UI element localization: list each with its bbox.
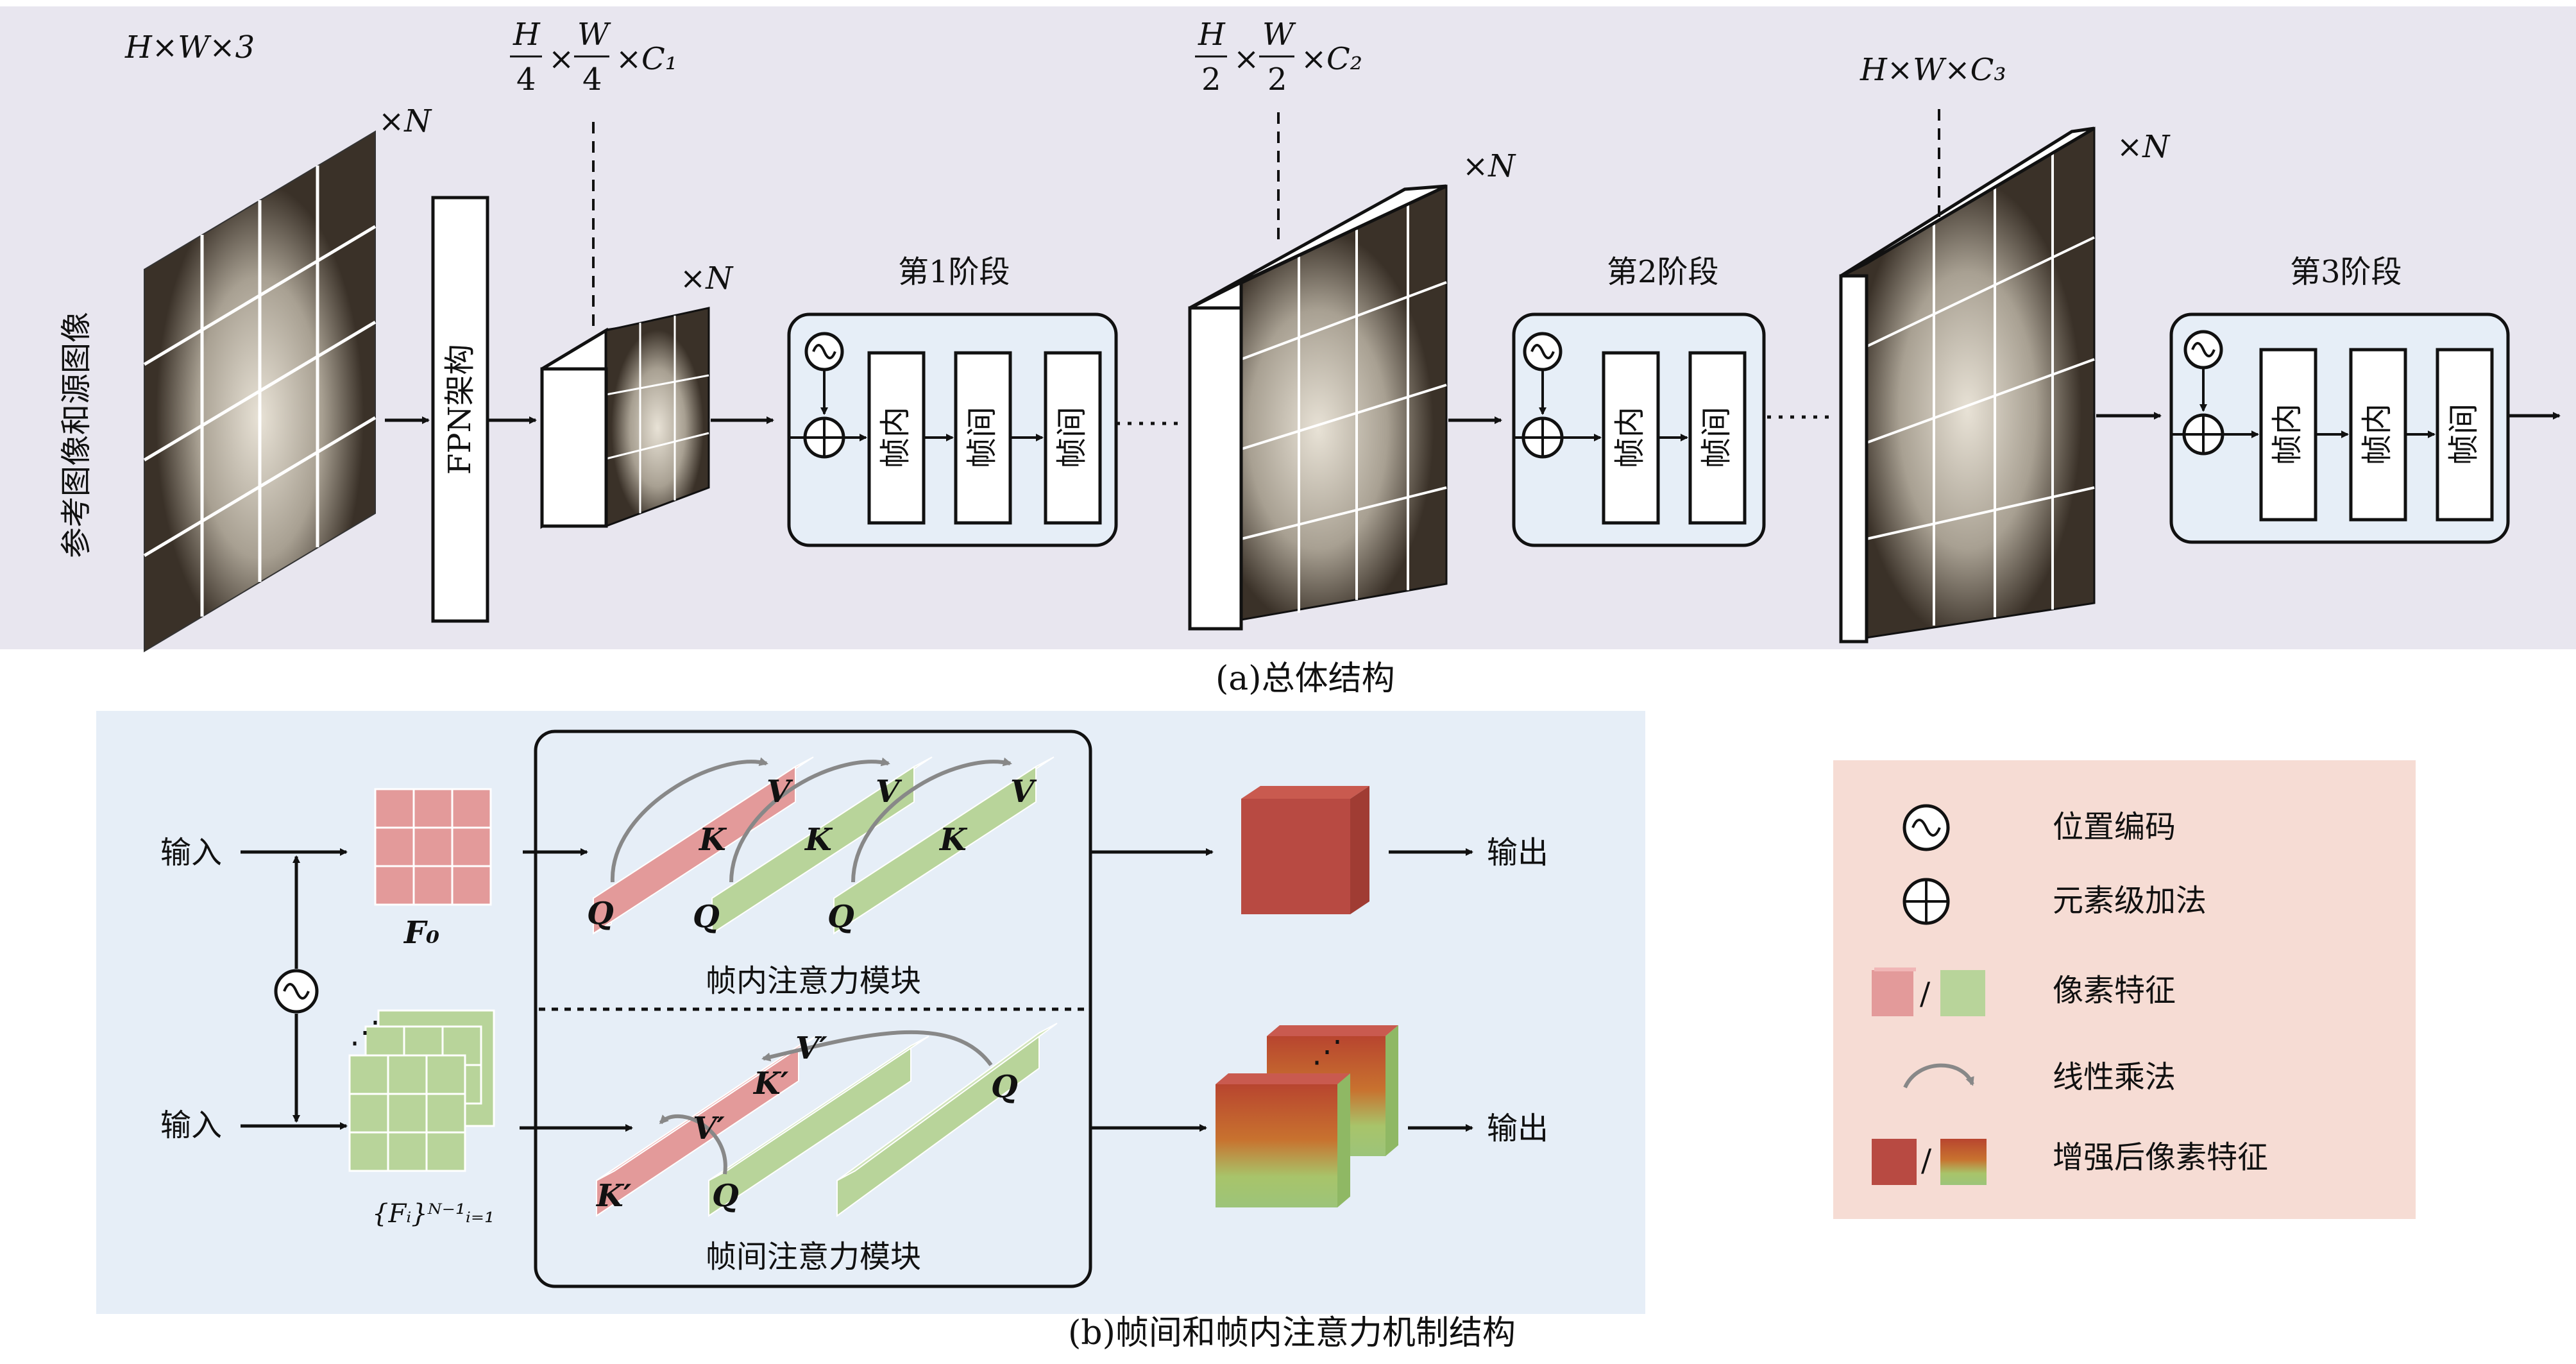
svg-text:帧内: 帧内 (877, 407, 913, 468)
inter-v-prime1: V′ (693, 1111, 725, 1147)
input-bottom-label: 输入 (160, 1107, 222, 1143)
svg-text:元素级加法: 元素级加法 (2053, 883, 2207, 919)
fpn-label: FPN架构 (442, 344, 478, 475)
svg-text:H: H (1198, 17, 1226, 53)
intra-output-cube (1241, 786, 1369, 914)
svg-text:2: 2 (1201, 62, 1221, 98)
input-top-label: 输入 (160, 835, 222, 871)
legend-pixel-feature: / 像素特征 (1872, 968, 2176, 1016)
stage-1: 第1阶段 帧内 帧间 帧间 (787, 254, 1118, 547)
legend-element-add: 元素级加法 (1902, 878, 2207, 925)
legend-pos-enc: 位置编码 (1902, 804, 2176, 851)
svg-text:帧间: 帧间 (1054, 407, 1090, 468)
svg-text:C₁: C₁ (641, 41, 677, 77)
feat2-dims: H 2 × W 2 × C₂ (1195, 17, 1362, 98)
stage-3-title: 第3阶段 (2290, 254, 2402, 290)
svg-text:W: W (1262, 17, 1296, 53)
f0-label: F₀ (403, 915, 439, 951)
legend-enhanced-feature: / 增强后像素特征 (1872, 1139, 2268, 1185)
intra-k1: K (698, 822, 727, 858)
svg-text:帧间: 帧间 (964, 407, 1000, 468)
feat1-times-n: ×N (680, 260, 734, 296)
inter-attention-bars (596, 1023, 1058, 1217)
intra-k2: K (804, 822, 833, 858)
svg-text:位置编码: 位置编码 (2053, 809, 2176, 845)
intra-attention-bars (593, 756, 1055, 935)
intra-k3: K (938, 822, 968, 858)
stage-2: 第2阶段 帧内 帧间 (1512, 254, 1766, 547)
attention-module-box (534, 729, 1092, 1288)
svg-text:×: × (1301, 41, 1326, 77)
svg-text:帧内: 帧内 (2359, 404, 2395, 465)
intra-title: 帧内注意力模块 (706, 963, 921, 999)
svg-text:像素特征: 像素特征 (2053, 973, 2176, 1009)
svg-text:×: × (616, 41, 641, 77)
svg-text:2: 2 (1267, 62, 1287, 98)
output-bottom-label: 输出 (1487, 1111, 1548, 1147)
inter-output-cubes (1216, 1025, 1398, 1207)
feat3-dims: H×W×C₃ (1860, 52, 2006, 88)
svg-text:C₂: C₂ (1326, 41, 1362, 77)
intra-v2: V (876, 774, 902, 810)
svg-text:帧间: 帧间 (2446, 404, 2482, 465)
input-label: 参考图像和源图像 (58, 312, 94, 558)
fi-feature-stack (348, 1009, 495, 1172)
intra-v3: V (1010, 774, 1037, 810)
legend-linear-mult: 线性乘法 (1903, 1059, 2176, 1095)
feat2-times-n: ×N (1462, 148, 1516, 184)
caption-b: (b)帧间和帧内注意力机制结构 (1068, 1314, 1516, 1352)
svg-text:×: × (1233, 41, 1259, 77)
intra-q1: Q (587, 896, 614, 932)
fi-label: {Fᵢ}ᴺ⁻¹ᵢ₌₁ (372, 1199, 495, 1229)
output-top-label: 输出 (1487, 835, 1548, 871)
f0-feature-grid (374, 788, 492, 906)
inter-q1: Q (712, 1178, 739, 1214)
svg-text:/: / (1921, 1143, 1932, 1179)
intra-q3: Q (827, 899, 854, 935)
stage-2-title: 第2阶段 (1607, 254, 1719, 290)
svg-text:4: 4 (582, 62, 602, 98)
svg-text:增强后像素特征: 增强后像素特征 (2053, 1139, 2268, 1175)
feature-volume-1 (540, 307, 710, 529)
svg-text:/: / (1920, 976, 1931, 1012)
inter-v-prime2: V′ (795, 1030, 827, 1066)
input-image (143, 130, 377, 652)
inter-k-prime2: K′ (752, 1066, 789, 1102)
svg-text:帧内: 帧内 (1612, 407, 1648, 468)
stage-3: 第3阶段 帧内 帧内 帧间 (2169, 254, 2510, 544)
inter-linear-mult-arrows (659, 1030, 993, 1175)
feat3-times-n: ×N (2117, 129, 2171, 165)
inter-title: 帧间注意力模块 (706, 1239, 921, 1275)
inter-k-prime1: K′ (595, 1178, 632, 1214)
output-dots: ⋰ (1312, 1034, 1343, 1070)
svg-text:帧间: 帧间 (1699, 407, 1734, 468)
svg-text:×: × (548, 41, 574, 77)
feature-volume-3 (1839, 126, 2096, 644)
intra-q2: Q (693, 899, 720, 935)
input-dims: H×W×3 (124, 30, 255, 65)
input-times-n: ×N (378, 103, 432, 139)
svg-text:W: W (577, 17, 611, 53)
fi-dots: ⋰ (350, 1014, 380, 1050)
svg-text:帧内: 帧内 (2269, 404, 2305, 465)
intra-v1: V (767, 774, 793, 810)
intra-linear-mult-arrows (610, 757, 1012, 883)
stage-1-title: 第1阶段 (898, 254, 1010, 290)
feature-volume-2 (1188, 184, 1448, 631)
inter-q2: Q (991, 1069, 1018, 1105)
feat1-dims: H 4 × W 4 × C₁ (510, 17, 677, 98)
svg-text:H: H (513, 17, 541, 53)
caption-a: (a)总体结构 (1216, 660, 1395, 698)
svg-text:4: 4 (516, 62, 536, 98)
fpn-block (431, 196, 489, 623)
svg-text:线性乘法: 线性乘法 (2053, 1059, 2176, 1095)
